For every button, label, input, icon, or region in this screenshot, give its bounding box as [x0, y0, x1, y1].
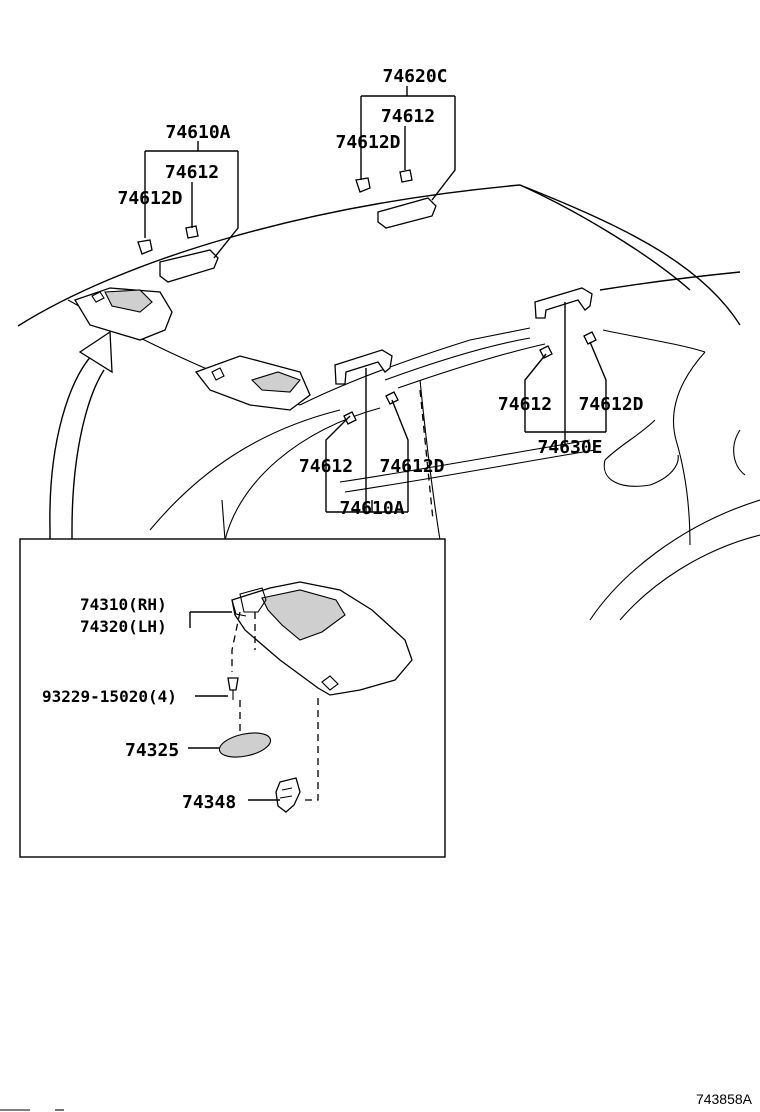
cover-icon [218, 732, 272, 758]
label-cover: 74325 [125, 740, 179, 761]
detail-box: 74310(RH) 74320(LH) 93229-15020(4) 74325… [19, 530, 446, 858]
figure-reference: 743858A [696, 1091, 753, 1107]
label-74610a-top: 74610A [165, 122, 230, 143]
label-visor-lh: 74320(LH) [80, 617, 167, 636]
leader-lines [144, 86, 607, 513]
screw-icon [227, 677, 239, 700]
label-74612d-rear-side: 74612D [578, 394, 643, 415]
sun-visor-icon [231, 581, 413, 696]
holder-icon [275, 777, 301, 813]
label-74612d-top: 74612D [117, 188, 182, 209]
sun-visor-left [74, 287, 173, 341]
assist-grip-rear [355, 169, 437, 229]
label-74630e: 74630E [537, 437, 602, 458]
sun-visor-right [194, 355, 311, 411]
label-visor-rh: 74310(RH) [80, 595, 167, 614]
label-74612d-rear: 74612D [335, 132, 400, 153]
label-74612-side: 74612 [299, 456, 353, 477]
label-74612-top: 74612 [165, 162, 219, 183]
label-74612-rear: 74612 [381, 106, 435, 127]
assist-grip-side-rear [534, 287, 597, 359]
label-holder: 74348 [182, 792, 236, 813]
label-74612-rear-side: 74612 [498, 394, 552, 415]
label-74612d-side: 74612D [379, 456, 444, 477]
assist-grip-side-front [334, 349, 399, 425]
assist-grip-front [137, 225, 219, 283]
label-screw: 93229-15020(4) [42, 687, 177, 706]
label-74610a-side: 74610A [339, 498, 404, 519]
label-74620c: 74620C [382, 66, 447, 87]
callout-arrow-icon [49, 330, 113, 531]
